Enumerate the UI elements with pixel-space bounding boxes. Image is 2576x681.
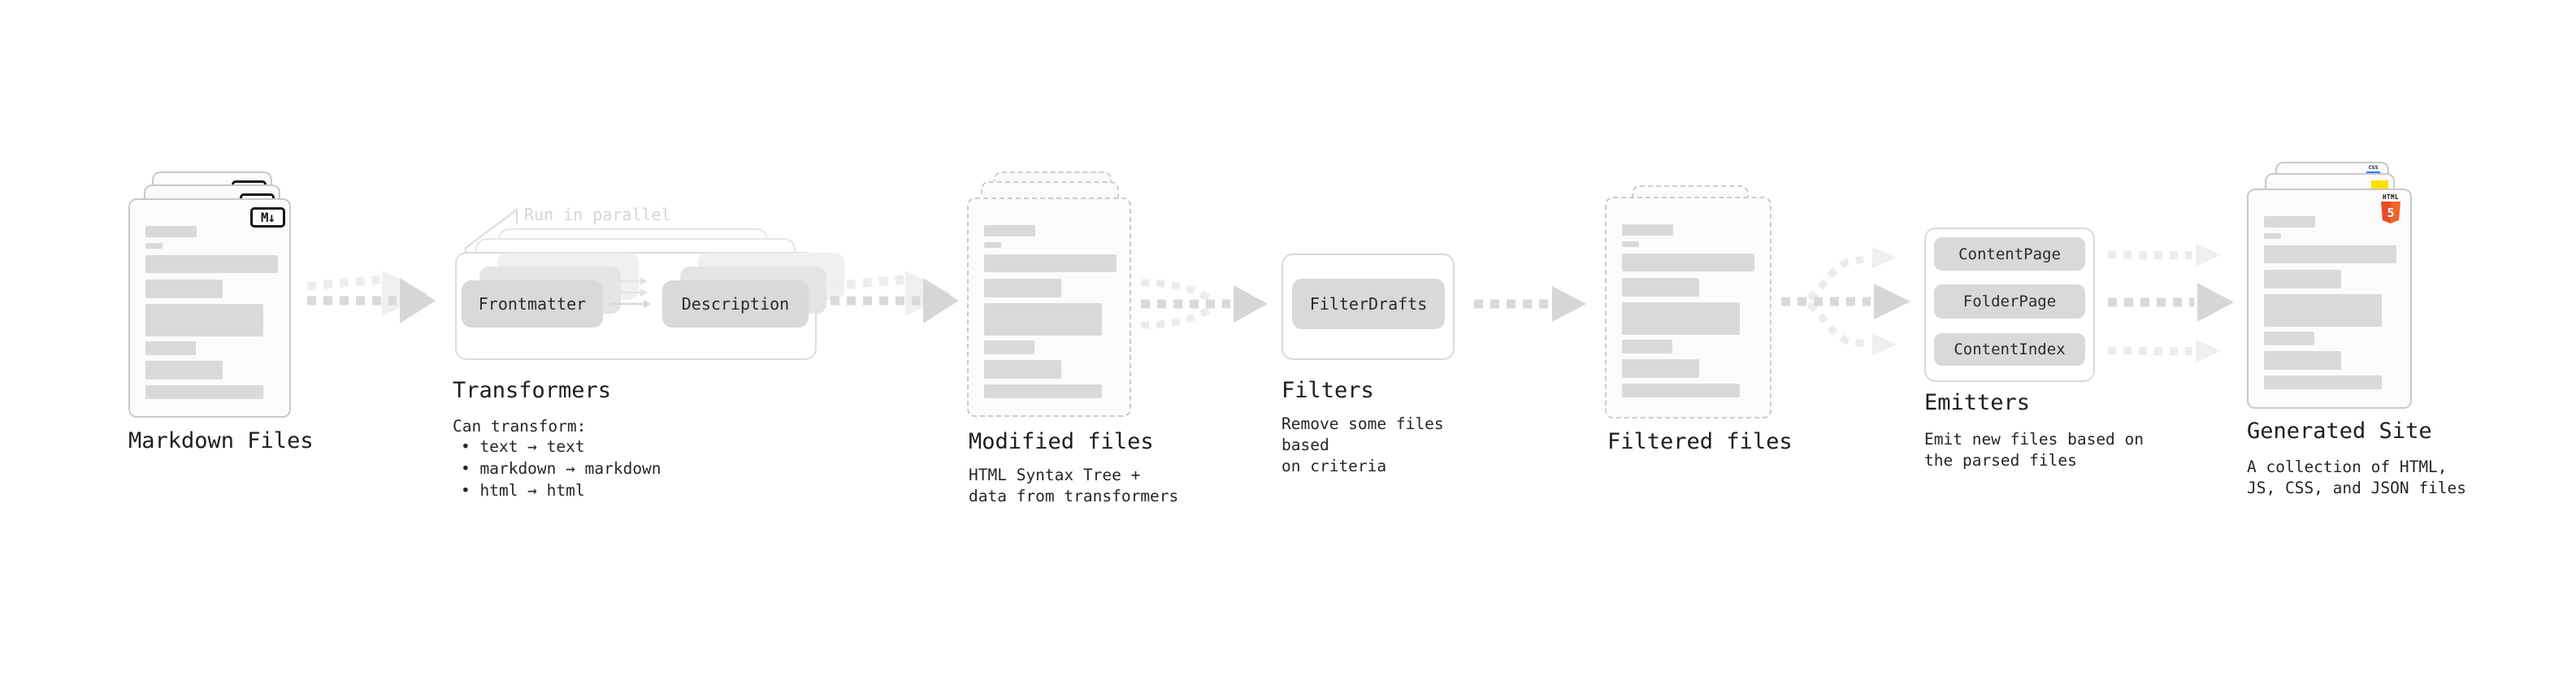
html5-icon-label: HTML xyxy=(2382,193,2400,201)
skeleton-bar xyxy=(145,361,223,380)
run-in-parallel-leader-line xyxy=(464,207,518,254)
emitter-pill-contentindex: ContentIndex xyxy=(1934,333,2085,366)
skeleton-bar xyxy=(2264,245,2396,263)
skeleton-bar xyxy=(145,226,197,237)
skeleton-bar xyxy=(2264,375,2382,389)
skeleton-bar xyxy=(1622,241,1639,247)
flow-arrow-filtered-to-emitters xyxy=(1781,247,1910,355)
filter-pill-filterdrafts: FilterDrafts xyxy=(1292,279,1445,329)
skeleton-bar xyxy=(1622,384,1740,397)
stage-filtered-files: Filtered files xyxy=(1605,185,1816,478)
modified-files-desc: HTML Syntax Tree + data from transformer… xyxy=(969,466,1179,505)
transformers-desc-title: Can transform: xyxy=(453,417,587,436)
transformer-pill-description: Description xyxy=(662,280,809,327)
stage-label-transformers: Transformers xyxy=(453,378,612,403)
skeleton-bar xyxy=(984,303,1102,336)
skeleton-bar xyxy=(2264,294,2382,327)
stage-label-modified-files: Modified files xyxy=(969,429,1154,454)
skeleton-bar xyxy=(1622,278,1699,297)
stage-label-generated-site: Generated Site xyxy=(2247,419,2432,444)
parallel-arrows-icon xyxy=(611,277,651,308)
skeleton-bar xyxy=(984,279,1061,297)
emitters-desc: Emit new files based on the parsed files xyxy=(1924,430,2144,470)
bullet-item: • markdown → markdown xyxy=(461,459,661,478)
file-card-front xyxy=(967,197,1131,417)
skeleton-bar xyxy=(984,254,1117,272)
bullet-item: • html → html xyxy=(461,481,585,500)
skeleton-bar xyxy=(2264,233,2281,239)
filters-desc: Remove some files based on criteria xyxy=(1281,414,1444,475)
skeleton-bar xyxy=(1622,340,1672,354)
generated-site-desc: A collection of HTML, JS, CSS, and JSON … xyxy=(2247,458,2467,497)
stage-label-markdown-files: Markdown Files xyxy=(128,428,314,453)
run-in-parallel-annotation: Run in parallel xyxy=(524,205,671,224)
flow-arrow-modified-to-filters xyxy=(1140,279,1268,329)
stage-label-filtered-files: Filtered files xyxy=(1607,429,1793,454)
stage-label-filters: Filters xyxy=(1281,378,1374,403)
skeleton-bar xyxy=(1622,359,1699,378)
skeleton-bar xyxy=(984,225,1035,236)
skeleton-bar xyxy=(984,340,1034,354)
stage-label-emitters: Emitters xyxy=(1924,390,2031,415)
skeleton-bar xyxy=(145,304,263,336)
flow-arrow-filters-to-filtered xyxy=(1474,286,1586,322)
bullet-item: • text → text xyxy=(461,437,585,456)
file-card-front: HTML 5 xyxy=(2247,189,2412,409)
skeleton-bar xyxy=(2264,216,2315,228)
transformer-pill-frontmatter: Frontmatter xyxy=(462,280,603,327)
skeleton-bar xyxy=(145,280,223,298)
skeleton-bar xyxy=(1622,224,1673,236)
stage-markdown-files: M↓ M↓ M↓ Markdown Files xyxy=(128,171,323,464)
skeleton-bar xyxy=(2264,270,2341,288)
skeleton-bar xyxy=(145,341,196,355)
html5-icon-shield: 5 xyxy=(2381,202,2400,223)
skeleton-bar xyxy=(984,242,1001,248)
flow-arrow-markdown-to-transformers xyxy=(306,271,436,323)
stage-generated-site: CSS HTML 5 Generated Site A collection o… xyxy=(2247,162,2483,503)
file-card-front: M↓ xyxy=(128,198,291,418)
flow-arrow-emitters-to-generated xyxy=(2108,244,2234,362)
skeleton-bar xyxy=(2264,332,2314,345)
emitter-pill-contentpage: ContentPage xyxy=(1934,237,2085,271)
css-icon: CSS xyxy=(2366,165,2380,174)
skeleton-bar xyxy=(984,384,1102,398)
emitter-pill-folderpage: FolderPage xyxy=(1934,284,2085,319)
skeleton-bar xyxy=(145,255,278,273)
skeleton-bar xyxy=(145,385,263,399)
stage-emitters: ContentPage FolderPage ContentIndex Emit… xyxy=(1924,228,2152,488)
skeleton-bar xyxy=(145,243,163,249)
file-card-front xyxy=(1605,197,1772,419)
skeleton-bar xyxy=(2264,351,2341,370)
html5-icon-number: 5 xyxy=(2387,205,2395,220)
html5-icon: HTML 5 xyxy=(2381,194,2400,223)
javascript-icon xyxy=(2371,180,2388,189)
css-icon-underline xyxy=(2366,171,2380,174)
stage-filters: FilterDrafts Filters Remove some files b… xyxy=(1281,254,1493,475)
skeleton-bar xyxy=(1622,254,1754,271)
skeleton-bar xyxy=(984,360,1061,379)
flow-arrow-transformers-to-modified xyxy=(830,271,959,323)
stage-modified-files: Modified files HTML Syntax Tree + data f… xyxy=(967,171,1195,513)
css-icon-label: CSS xyxy=(2368,164,2379,171)
transformers-bullet-list: • text → text • markdown → markdown • ht… xyxy=(461,436,661,501)
markdown-icon: M↓ xyxy=(250,207,285,228)
skeleton-bar xyxy=(1622,302,1740,335)
stage-transformers: Run in parallel Frontmatter Description … xyxy=(453,203,844,512)
